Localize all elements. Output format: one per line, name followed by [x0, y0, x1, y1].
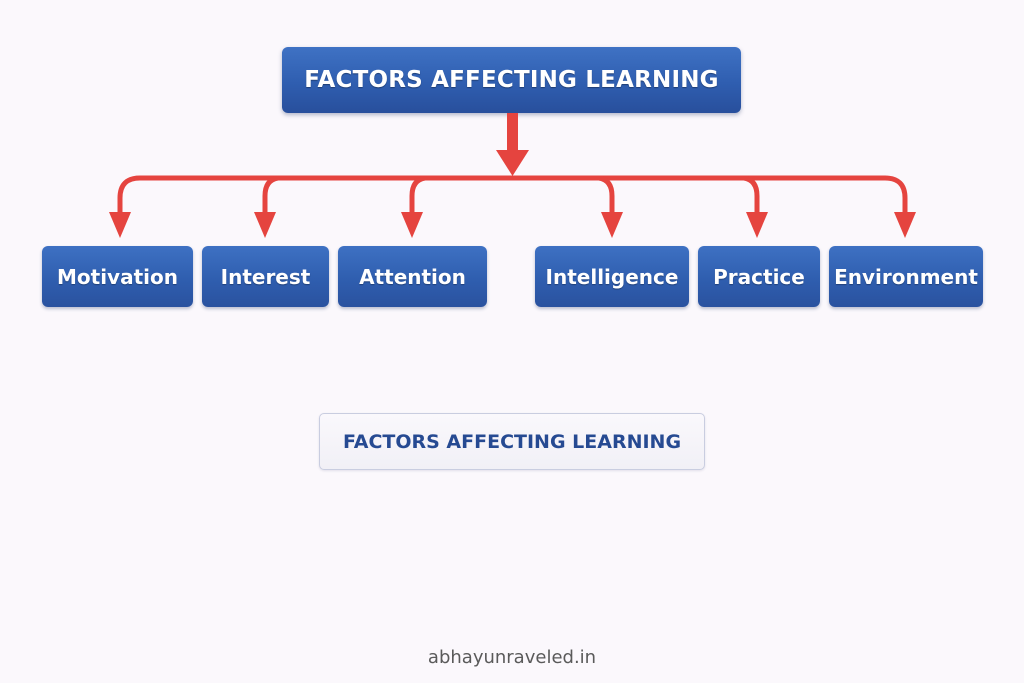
arrowhead-attention-icon [401, 212, 423, 238]
arrowhead-environment-icon [894, 212, 916, 238]
factor-label: Motivation [57, 264, 178, 289]
factor-label: Intelligence [545, 264, 679, 289]
main-arrowhead-icon [496, 150, 529, 176]
branch-interest [262, 175, 281, 217]
factor-box-interest: Interest [202, 246, 329, 307]
factor-box-practice: Practice [698, 246, 820, 307]
factor-label: Environment [834, 264, 978, 289]
factor-box-attention: Attention [338, 246, 487, 307]
branch-practice [741, 175, 760, 217]
factor-label: Attention [359, 264, 466, 289]
factor-box-motivation: Motivation [42, 246, 193, 307]
watermark: abhayunraveled.in [427, 647, 597, 668]
subtitle-box: FACTORS AFFECTING LEARNING [319, 413, 705, 470]
title-text: FACTORS AFFECTING LEARNING [304, 67, 719, 93]
subtitle-text: FACTORS AFFECTING LEARNING [342, 430, 682, 453]
branch-intelligence [596, 175, 615, 217]
branch-attention [409, 175, 428, 217]
arrowhead-intelligence-icon [601, 212, 623, 238]
title-box: FACTORS AFFECTING LEARNING [282, 47, 741, 113]
factor-box-intelligence: Intelligence [535, 246, 689, 307]
distribution-bar [117, 175, 908, 217]
factor-label: Interest [220, 264, 311, 289]
factor-box-environment: Environment [829, 246, 983, 307]
arrowhead-practice-icon [746, 212, 768, 238]
arrowhead-interest-icon [254, 212, 276, 238]
factor-label: Practice [713, 264, 805, 289]
arrowhead-motivation-icon [109, 212, 131, 238]
